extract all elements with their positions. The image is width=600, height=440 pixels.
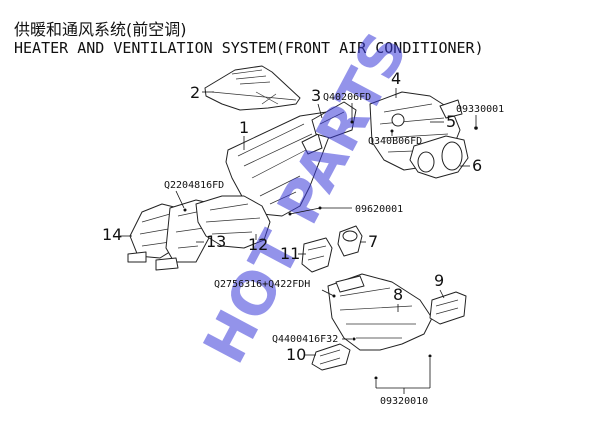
dot-09330001 — [474, 126, 478, 130]
bracket-09320010 — [374, 354, 432, 394]
leader-q2756316 — [321, 289, 335, 297]
dot-q2756316 — [332, 294, 336, 298]
callout-4: 4 — [391, 69, 401, 88]
part-3-bracket — [311, 101, 357, 139]
callout-8: 8 — [393, 285, 403, 304]
dot-09620001 — [318, 206, 322, 210]
code-09320010: 09320010 — [380, 396, 428, 407]
part-11-small-vent — [301, 237, 333, 273]
part-1-main-duct — [225, 109, 341, 217]
leader-q2204816fd — [175, 190, 185, 209]
code-09330001: 09330001 — [456, 104, 504, 115]
part-8-floor-duct — [327, 273, 433, 351]
part-9-rear-duct — [429, 291, 467, 325]
dot-q340b06fd — [390, 129, 394, 133]
part-2-cover-plate — [204, 65, 301, 111]
dot-q2204816fd — [183, 208, 187, 212]
dot-q4400416f32 — [352, 337, 356, 341]
leader-3 — [317, 103, 323, 119]
code-q2204816fd: Q2204816FD — [164, 180, 224, 191]
part-10-bottom-vent — [311, 343, 351, 371]
callout-11: 11 — [280, 244, 300, 263]
callout-14: 14 — [102, 225, 122, 244]
callout-3: 3 — [311, 86, 321, 105]
callout-13: 13 — [206, 232, 226, 251]
part-6-outlet-elbow — [409, 135, 469, 179]
callout-10: 10 — [286, 345, 306, 364]
code-q2756316: Q2756316+Q422FDH — [214, 279, 310, 290]
dot-09620001-b — [288, 212, 292, 216]
callout-2: 2 — [190, 83, 200, 102]
title-chinese: 供暖和通风系统(前空调) — [14, 20, 187, 39]
callout-7: 7 — [368, 232, 378, 251]
title-english: HEATER AND VENTILATION SYSTEM(FRONT AIR … — [14, 39, 484, 57]
callout-5: 5 — [446, 112, 456, 131]
code-q40206fd: Q40206FD — [323, 92, 371, 103]
callout-9: 9 — [434, 271, 444, 290]
leader-9 — [439, 289, 445, 299]
part-7-vent-nozzle — [337, 225, 363, 257]
code-09620001: 09620001 — [355, 204, 403, 215]
callout-1: 1 — [239, 118, 249, 137]
code-q4400416f32: Q4400416F32 — [272, 334, 338, 345]
dot-q40206fd — [350, 120, 354, 124]
code-q340b06fd: Q340B06FD — [368, 136, 422, 147]
part-12-center-duct — [195, 195, 271, 249]
callout-12: 12 — [248, 235, 268, 254]
callout-6: 6 — [472, 156, 482, 175]
leader-09620001-b — [289, 207, 321, 215]
